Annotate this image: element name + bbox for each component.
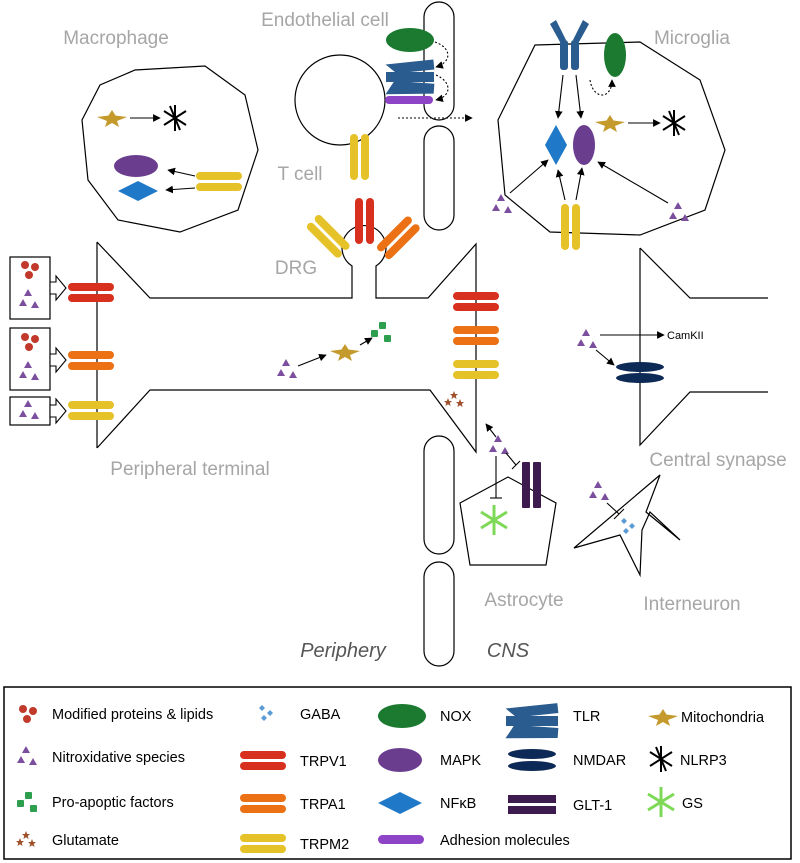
proapop-axon: [371, 322, 391, 342]
label-peripheral-terminal: Peripheral terminal: [110, 459, 269, 480]
legend-nitrox-icon: [17, 746, 37, 765]
legend-tlr: TLR: [573, 709, 600, 725]
legend-nox-icon: [378, 704, 426, 728]
legend-nfkb-icon: [378, 792, 422, 814]
legend-trpa1: TRPA1: [300, 797, 346, 813]
legend-trpv1: TRPV1: [300, 754, 347, 770]
trpm2-central: [453, 360, 499, 379]
trpm2-peripheral: [68, 401, 114, 420]
legend-nlrp3-icon: [649, 745, 673, 773]
stimulus-box-3: [9, 396, 67, 426]
legend-gs-icon: [646, 785, 676, 819]
nox-microglia: [604, 33, 626, 77]
macrophage-cell: [81, 65, 259, 233]
glutamate-release: [444, 391, 464, 407]
nitrox-interneuron: [589, 481, 609, 500]
nitrox-astrocyte: [489, 435, 509, 454]
legend-glt1: GLT-1: [573, 798, 612, 814]
label-periphery: Periphery: [300, 640, 387, 662]
legend-mitochondria-icon: [648, 709, 678, 726]
mapk-microglia: [573, 125, 595, 165]
mito-microglia: [595, 115, 625, 132]
tlr-icon: [385, 59, 435, 95]
legend-nfkb: NFκB: [440, 796, 476, 812]
label-drg: DRG: [275, 258, 317, 279]
legend-proapop-icon: [17, 792, 37, 812]
label-endothelial-cell: Endothelial cell: [261, 10, 389, 31]
mito-axon: [330, 344, 360, 361]
trpv1-central: [453, 292, 499, 311]
trpa1-peripheral: [68, 351, 114, 370]
nfkb-microglia: [545, 125, 567, 165]
trpm2-channel-macrophage: [196, 172, 242, 191]
vessel-wall-4: [423, 561, 455, 667]
legend-adhesion: Adhesion molecules: [440, 833, 570, 849]
legend-mitochondria: Mitochondria: [681, 710, 765, 726]
legend-gaba-icon: [259, 705, 273, 721]
legend-tlr-icon: [505, 703, 559, 739]
gs-icon: [479, 503, 509, 537]
vessel-wall-3: [423, 435, 455, 555]
legend-gaba: GABA: [300, 707, 341, 723]
legend-modified-proteins: Modified proteins & lipids: [52, 707, 213, 723]
legend-mapk-icon: [378, 748, 422, 772]
trpm2-microglia: [561, 204, 580, 250]
legend-box: [3, 686, 792, 860]
label-t-cell: T cell: [277, 164, 322, 185]
legend-gs: GS: [682, 796, 703, 812]
legend-trpv1-icon: [240, 751, 286, 770]
legend-pro-apoptic: Pro-apoptic factors: [52, 795, 174, 811]
legend-adhesion-icon: [378, 835, 424, 844]
legend-nitroxidative: Nitroxidative species: [52, 750, 185, 766]
stimulus-box-1: [9, 256, 67, 320]
label-macrophage: Macrophage: [63, 28, 169, 49]
nitrox-axon: [277, 359, 297, 378]
central-synapse-membrane: [639, 247, 768, 447]
label-camkii: CamKII: [667, 330, 704, 342]
nfkb-icon: [118, 181, 158, 201]
nox-icon: [386, 28, 434, 52]
trpa1-central: [453, 326, 499, 345]
label-central-synapse: Central synapse: [649, 450, 786, 471]
mitochondria-icon: [97, 110, 127, 127]
drg-channels: [306, 198, 420, 260]
nitrox-microglia-right: [669, 202, 689, 221]
legend-protein-icon: [19, 705, 37, 723]
t-cell: [294, 54, 386, 146]
legend-nmdar: NMDAR: [573, 753, 626, 769]
legend-glutamate-icon: [16, 831, 36, 847]
mapk-icon: [114, 155, 158, 177]
trpv1-peripheral: [68, 283, 114, 302]
interneuron-cell: [573, 474, 681, 578]
label-cns: CNS: [487, 640, 530, 662]
nmdar-synapse: [616, 362, 664, 383]
legend-glutamate: Glutamate: [52, 833, 119, 849]
legend-nox: NOX: [440, 709, 472, 725]
label-microglia: Microglia: [654, 28, 730, 49]
label-astrocyte: Astrocyte: [484, 590, 563, 611]
legend-trpa1-icon: [240, 794, 286, 813]
nlrp3-icon: [163, 104, 187, 132]
legend-nlrp3: NLRP3: [680, 753, 727, 769]
tlr-microglia: [550, 20, 589, 70]
astrocyte-cell: [459, 476, 557, 566]
stimulus-box-2: [9, 327, 67, 391]
nlrp3-microglia: [662, 109, 686, 137]
legend-mapk: MAPK: [440, 753, 481, 769]
adhesion-molecules-icon: [385, 96, 433, 104]
nitrox-synapse: [577, 329, 597, 348]
nitrox-microglia-left: [492, 194, 512, 213]
vessel-wall-2: [423, 125, 455, 231]
microglia-cell: [497, 41, 726, 236]
trpm2-channel-tcell: [350, 134, 369, 180]
legend-trpm2-icon: [240, 834, 286, 853]
label-interneuron: Interneuron: [643, 594, 740, 615]
gaba-interneuron: [621, 518, 635, 534]
legend-glt1-icon: [508, 795, 556, 814]
legend-nmdar-icon: [508, 749, 556, 771]
legend-trpm2: TRPM2: [300, 837, 349, 853]
glt1-astrocyte: [522, 462, 541, 508]
